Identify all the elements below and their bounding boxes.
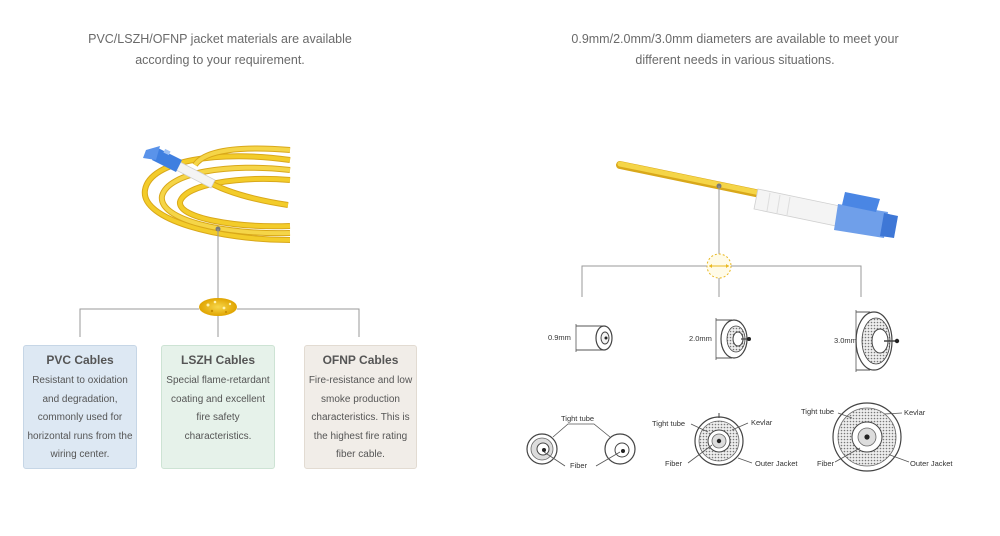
diameter-indicator-icon [706, 253, 732, 279]
card-title: OFNP Cables [322, 353, 399, 367]
label-fiber-2: Fiber [665, 459, 683, 468]
label-fiber-1: Fiber [570, 461, 588, 470]
cross-section-2.0mm [687, 413, 753, 466]
label-fiber-3: Fiber [817, 459, 835, 468]
cross-section-3.0mm [832, 402, 910, 472]
cable-2.0mm-side-view [715, 318, 751, 360]
label-tight-tube-1: Tight tube [561, 414, 594, 423]
cable-3.0mm-side-view [855, 310, 900, 372]
card-description: Fire-resistance and low smoke production… [308, 375, 413, 460]
label-tight-tube-3: Tight tube [801, 407, 834, 416]
cross-section-0.9mm [526, 423, 636, 467]
card-description: Special flame-retardant coating and exce… [166, 375, 270, 442]
right-tree-branch [581, 265, 862, 297]
label-2.0mm: 2.0mm [689, 334, 712, 343]
right-caption: 0.9mm/2.0mm/3.0mm diameters are availabl… [545, 29, 925, 71]
label-outer-jacket-3: Outer Jacket [910, 459, 953, 468]
yellow-material-sample [199, 298, 237, 316]
label-0.9mm: 0.9mm [548, 333, 571, 342]
label-3.0mm: 3.0mm [834, 336, 857, 345]
right-caption-line2: different needs in various situations. [635, 53, 835, 67]
left-caption: PVC/LSZH/OFNP jacket materials are avail… [60, 29, 380, 71]
label-kevlar-2: Kevlar [751, 418, 773, 427]
cable-0.9mm-side-view [575, 324, 613, 352]
left-caption-line1: PVC/LSZH/OFNP jacket materials are avail… [88, 32, 352, 46]
left-caption-line2: according to your requirement. [135, 53, 305, 67]
label-outer-jacket-2: Outer Jacket [755, 459, 798, 468]
card-description: Resistant to oxidation and degradation, … [27, 375, 133, 460]
left-tree-branch [79, 308, 360, 337]
coiled-patch-cable-image [141, 145, 291, 243]
card-title: PVC Cables [46, 353, 114, 367]
ofnp-cables-card: OFNP Cables Fire-resistance and low smok… [304, 345, 417, 469]
lszh-cables-card: LSZH Cables Special flame-retardant coat… [161, 345, 275, 469]
card-title: LSZH Cables [180, 353, 255, 367]
right-caption-line1: 0.9mm/2.0mm/3.0mm diameters are availabl… [571, 32, 899, 46]
label-tight-tube-2: Tight tube [652, 419, 685, 428]
straight-cable-image [616, 161, 898, 238]
pvc-cables-card: PVC Cables Resistant to oxidation and de… [23, 345, 137, 469]
label-kevlar-3: Kevlar [904, 408, 926, 417]
